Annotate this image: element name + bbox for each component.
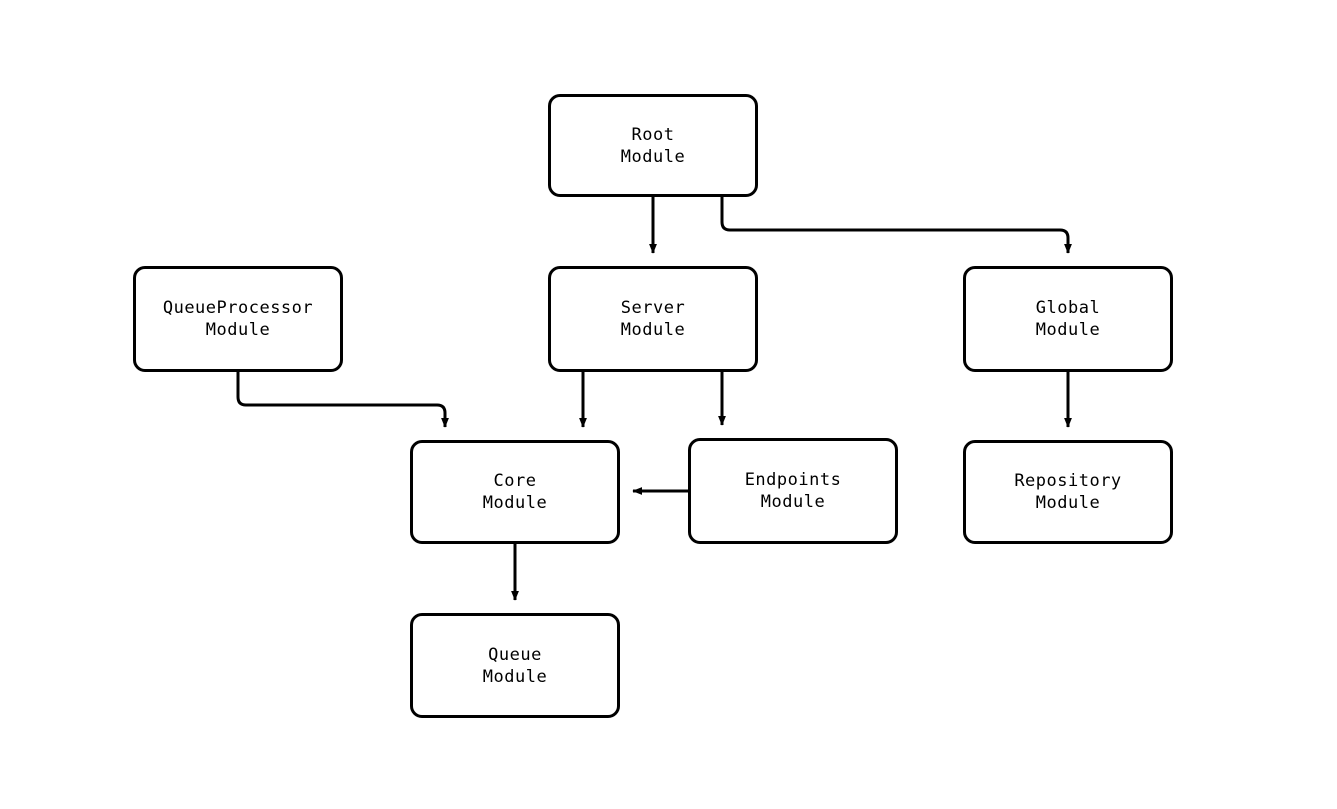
node-repository-module[interactable]: Repository Module	[963, 440, 1173, 544]
edge-queueprocessor-to-core	[236, 372, 449, 428]
node-endpoints-module[interactable]: Endpoints Module	[688, 438, 898, 544]
node-global-module[interactable]: Global Module	[963, 266, 1173, 372]
node-queueprocessor-module-label: QueueProcessor Module	[162, 298, 314, 340]
node-core-module-label: Core Module	[482, 471, 548, 513]
node-repository-module-label: Repository Module	[1014, 471, 1122, 513]
node-server-module-label: Server Module	[620, 298, 686, 340]
node-root-module[interactable]: Root Module	[548, 94, 758, 197]
node-core-module[interactable]: Core Module	[410, 440, 620, 544]
node-global-module-label: Global Module	[1035, 298, 1101, 340]
node-root-module-label: Root Module	[620, 124, 686, 167]
node-server-module[interactable]: Server Module	[548, 266, 758, 372]
node-queue-module-label: Queue Module	[482, 644, 548, 687]
edge-root-to-global	[720, 197, 1072, 254]
node-queue-module[interactable]: Queue Module	[410, 613, 620, 718]
node-queueprocessor-module[interactable]: QueueProcessor Module	[133, 266, 343, 372]
node-endpoints-module-label: Endpoints Module	[744, 470, 842, 512]
